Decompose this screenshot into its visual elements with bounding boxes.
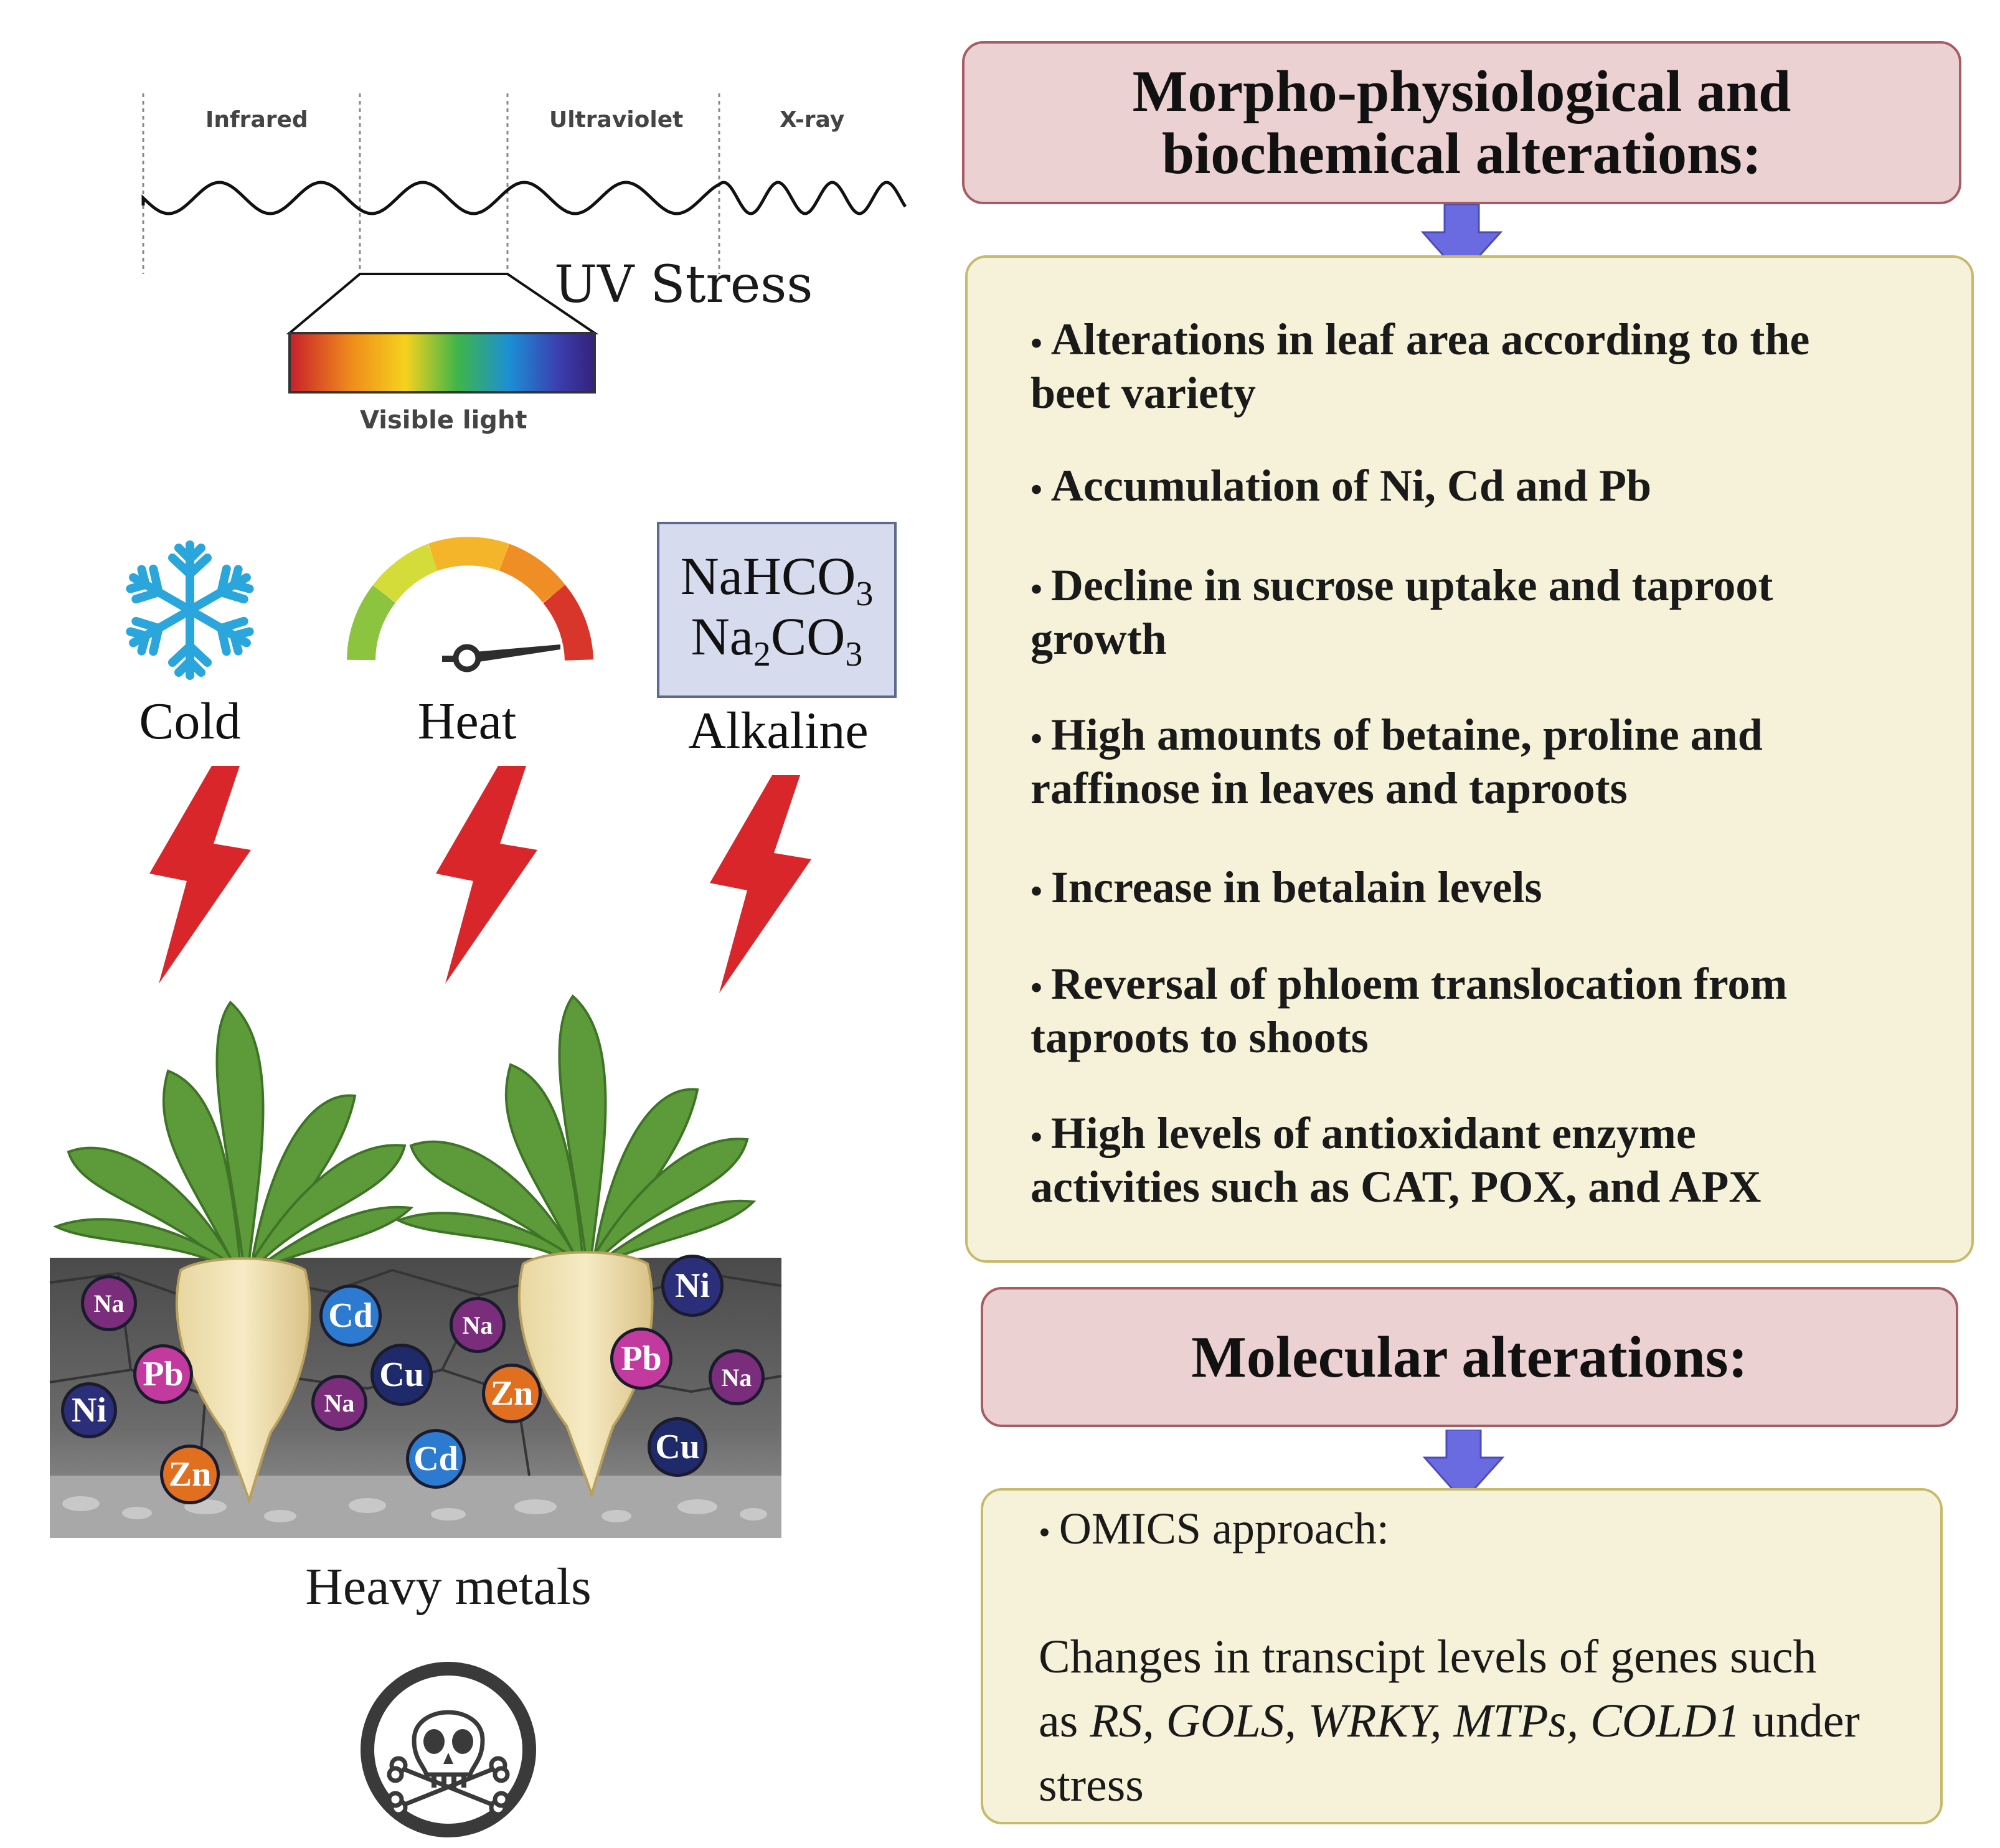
bullet-line: •Alterations in leaf area according to t…: [1031, 314, 1940, 368]
morpho-heading: Morpho-physiological and biochemical alt…: [1133, 60, 1791, 185]
lightning-icon: [710, 775, 811, 993]
bullet-dot: •: [1031, 872, 1042, 910]
ion-cu: Cu: [370, 1344, 433, 1406]
morpho-heading-box: Morpho-physiological and biochemical alt…: [962, 41, 1961, 204]
ion-cd: Cd: [319, 1285, 382, 1347]
formula-2-subscript-2: 3: [845, 635, 863, 674]
ion-na: Na: [311, 1375, 367, 1431]
uv-stress-title: UV Stress: [554, 255, 813, 314]
under-text: under: [1740, 1695, 1860, 1747]
ion-pb: Pb: [610, 1327, 672, 1390]
band-label-infrared: Infrared: [205, 107, 308, 133]
bullet-text: Increase in betalain levels: [1050, 862, 1542, 912]
formula-2-text-b: CO: [770, 606, 846, 666]
as-text: as: [1039, 1695, 1090, 1747]
em-wave: [141, 181, 907, 215]
formula-2-subscript-1: 2: [753, 635, 771, 674]
uv-spectrum-diagram: [141, 93, 907, 394]
ion-zn: Zn: [160, 1445, 220, 1504]
bullet-line: •Increase in betalain levels: [1031, 862, 1940, 916]
formula-1-text: NaHCO: [680, 546, 856, 606]
bullet-dot: •: [1031, 471, 1042, 508]
alkaline-formula-2: Na2CO3: [657, 605, 897, 674]
ion-cu: Cu: [648, 1417, 707, 1477]
bullet-line: •High levels of antioxidant enzyme: [1031, 1108, 1940, 1162]
formula-1-subscript: 3: [856, 575, 874, 614]
alkaline-label: Alkaline: [688, 702, 869, 760]
visible-spectrum-bar: [288, 332, 596, 394]
bullet-text-cont: growth: [1031, 614, 1167, 664]
bullet-text-cont: beet variety: [1031, 368, 1256, 418]
sugar-beet-left: [52, 1001, 414, 1505]
formula-2-text-a: Na: [691, 606, 753, 666]
heat-label: Heat: [417, 692, 517, 750]
bullet-line: •Reversal of phloem translocation from: [1031, 959, 1940, 1012]
bullet-text: Decline in sucrose uptake and taproot: [1050, 560, 1773, 610]
bullet-dot: •: [1039, 1514, 1050, 1551]
bullet-dot: •: [1031, 969, 1042, 1006]
bullet-text: Accumulation of Ni, Cd and Pb: [1050, 461, 1652, 511]
bullet-text: High amounts of betaine, proline and: [1050, 710, 1763, 760]
morpho-bullet-item: •Accumulation of Ni, Cd and Pb: [1031, 461, 1940, 514]
alkaline-box: [657, 522, 897, 698]
ion-ni: Ni: [61, 1382, 117, 1438]
molecular-change-text: Changes in transcipt levels of genes suc…: [1039, 1625, 1935, 1817]
alkaline-formula-1: NaHCO3: [657, 545, 897, 614]
change-line1: Changes in transcipt levels of genes suc…: [1039, 1631, 1817, 1683]
bullet-text: Reversal of phloem translocation from: [1050, 959, 1788, 1009]
lightning-icon: [149, 766, 251, 984]
down-arrow-icon: [1420, 204, 1503, 278]
visible-light-label: Visible light: [360, 406, 527, 435]
change-line3: stress: [1039, 1759, 1144, 1811]
lightning-icon: [436, 766, 537, 984]
morpho-details-box: [965, 255, 1974, 1263]
omics-bullet: •OMICS approach:: [1039, 1504, 1948, 1557]
change-line2: as RS, GOLS, WRKY, MTPs, COLD1 under: [1039, 1689, 1935, 1753]
visible-light-trapezoid: [286, 273, 599, 334]
bullet-dot: •: [1031, 720, 1042, 757]
bullet-dot: •: [1031, 1118, 1042, 1156]
skull-crossbones-icon: [361, 1662, 536, 1837]
morpho-heading-line2: biochemical alterations:: [1161, 121, 1762, 186]
ion-ni: Ni: [661, 1255, 724, 1317]
morpho-bullet-item: •Alterations in leaf area according to t…: [1031, 314, 1940, 418]
ion-zn: Zn: [482, 1364, 542, 1423]
bullet-text: High levels of antioxidant enzyme: [1050, 1108, 1696, 1158]
sugar-beet-right: [395, 994, 757, 1499]
bullet-line: •Decline in sucrose uptake and taproot: [1031, 560, 1940, 614]
gauge-icon: [347, 537, 593, 672]
snowflake-icon: [121, 540, 258, 682]
bullet-dot: •: [1031, 570, 1042, 608]
bullet-line: •High amounts of betaine, proline and: [1031, 710, 1940, 763]
gene-list: RS, GOLS, WRKY, MTPs, COLD1: [1090, 1695, 1740, 1747]
molecular-heading: Molecular alterations:: [1191, 1324, 1748, 1390]
bullet-text: Alterations in leaf area according to th…: [1050, 314, 1810, 364]
ion-cd: Cd: [406, 1429, 466, 1489]
cold-label: Cold: [139, 692, 241, 750]
down-arrow-icon: [1422, 1430, 1505, 1503]
ion-na: Na: [81, 1275, 137, 1331]
molecular-details-box: [981, 1488, 1943, 1824]
bullet-text-cont: taproots to shoots: [1031, 1012, 1369, 1062]
bullet-text-cont: raffinose in leaves and taproots: [1031, 763, 1628, 813]
ion-pb: Pb: [133, 1344, 193, 1404]
bullet-text-cont: activities such as CAT, POX, and APX: [1031, 1162, 1762, 1212]
ion-na: Na: [709, 1349, 765, 1405]
band-label-ultraviolet: Ultraviolet: [549, 107, 684, 133]
bullet-line: •Accumulation of Ni, Cd and Pb: [1031, 461, 1940, 514]
morpho-heading-line1: Morpho-physiological and: [1132, 59, 1791, 124]
ion-na: Na: [450, 1297, 506, 1353]
omics-text: OMICS approach:: [1059, 1504, 1389, 1553]
bullet-dot: •: [1031, 324, 1042, 362]
heavy-metals-label: Heavy metals: [305, 1558, 592, 1616]
molecular-heading-box: Molecular alterations:: [981, 1287, 1958, 1427]
band-label-xray: X-ray: [780, 107, 845, 133]
morpho-bullet-item: •Increase in betalain levels: [1031, 862, 1940, 916]
